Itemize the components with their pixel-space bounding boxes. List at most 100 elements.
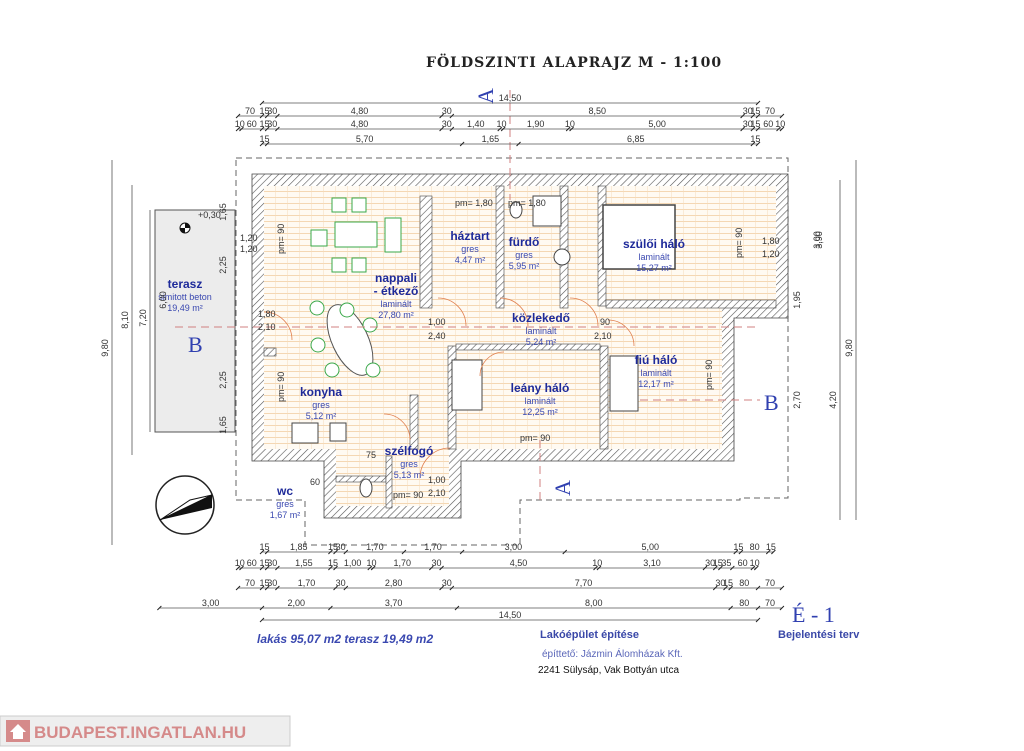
level-marker-icon bbox=[179, 222, 191, 234]
roof-outline bbox=[235, 157, 789, 546]
dimension-tick bbox=[235, 585, 241, 591]
dimension-tick bbox=[718, 565, 723, 571]
dimension-label: 70 bbox=[765, 106, 775, 116]
dimension-tick bbox=[259, 585, 265, 591]
dimension-label: 30 bbox=[442, 578, 452, 588]
dimension-tick bbox=[459, 549, 465, 555]
opening-label: pm= 90 bbox=[393, 490, 423, 500]
dimension-label: 30 bbox=[336, 542, 346, 552]
dimension-tick bbox=[275, 565, 280, 571]
dimension-label: 15 bbox=[766, 542, 776, 552]
dimension-label: 1,90 bbox=[527, 119, 545, 129]
dimension-tick bbox=[264, 126, 270, 132]
dimension-tick bbox=[750, 565, 756, 571]
dimension-tick bbox=[235, 565, 241, 571]
dimension-label: 15 bbox=[260, 106, 270, 116]
dimension-label: 15 bbox=[260, 558, 270, 568]
dimension-tick bbox=[755, 141, 761, 147]
dimension-label: 5,00 bbox=[641, 542, 659, 552]
room-floor: gres bbox=[312, 400, 330, 410]
room-name: fürdő bbox=[509, 235, 540, 249]
area-summary: lakás 95,07 m2 terasz 19,49 m2 bbox=[257, 632, 433, 646]
vertical-dimension-label: 1,65 bbox=[218, 203, 228, 221]
dimension-tick bbox=[275, 585, 280, 591]
vertical-dimension-label: 3,00 bbox=[812, 231, 822, 249]
dimension-label: 4,50 bbox=[510, 558, 528, 568]
dimension-tick bbox=[259, 126, 265, 132]
opening-label: 1,20 bbox=[762, 249, 780, 259]
vertical-dimension-label: 6,00 bbox=[158, 291, 168, 309]
dimension-tick bbox=[259, 565, 265, 571]
dimension-tick bbox=[239, 126, 244, 132]
dimension-label: 5,00 bbox=[648, 119, 666, 129]
dimension-tick bbox=[753, 565, 759, 571]
room-area: 15,27 m² bbox=[636, 263, 672, 273]
dimension-label: 7,70 bbox=[575, 578, 593, 588]
room-name: nappali bbox=[375, 271, 417, 285]
section-mark-b-right: B bbox=[764, 390, 779, 415]
room-floor: gres bbox=[400, 459, 418, 469]
room-name: leány háló bbox=[511, 381, 570, 395]
dimension-label: 15 bbox=[750, 106, 760, 116]
vertical-dimension-label: 1,65 bbox=[218, 416, 228, 434]
section-mark-b-left: B bbox=[188, 332, 203, 357]
dimension-label: 2,80 bbox=[385, 578, 403, 588]
dimension-label: 30 bbox=[267, 558, 277, 568]
opening-label: 1,20 bbox=[240, 233, 258, 243]
dimension-tick bbox=[562, 549, 568, 555]
dimension-tick bbox=[779, 113, 785, 119]
dimension-label: 15 bbox=[328, 542, 338, 552]
dimension-tick bbox=[259, 100, 265, 106]
dimension-tick bbox=[264, 549, 270, 555]
room-area: 5,24 m² bbox=[526, 337, 557, 347]
dimension-tick bbox=[728, 585, 733, 591]
opening-label: 2,40 bbox=[428, 331, 446, 341]
section-mark-a-top: A bbox=[473, 88, 498, 104]
dimension-label: 1,65 bbox=[482, 134, 500, 144]
dimension-tick bbox=[779, 585, 785, 591]
dimension-tick bbox=[497, 126, 503, 132]
room-area: 12,17 m² bbox=[638, 379, 674, 389]
vertical-dimension-label: 9,80 bbox=[100, 339, 110, 357]
dimension-label: 70 bbox=[245, 106, 255, 116]
room-floor: simitott beton bbox=[158, 292, 212, 302]
room-floor: laminált bbox=[640, 368, 672, 378]
dimension-tick bbox=[750, 126, 756, 132]
dimension-label: 1,40 bbox=[467, 119, 485, 129]
room-name: háztart bbox=[450, 229, 489, 243]
dimension-label: 60 bbox=[247, 558, 257, 568]
dimension-label: 70 bbox=[245, 578, 255, 588]
dimension-label: 14,50 bbox=[499, 610, 522, 620]
exterior-wall-outline bbox=[251, 173, 789, 519]
room-floor: laminált bbox=[638, 252, 670, 262]
opening-labels: pm= 1,80 pm= 1,80 pm= 90 pm= 90 pm= 90 p… bbox=[240, 198, 780, 500]
room-name: terasz bbox=[168, 277, 203, 291]
opening-label: 1,00 bbox=[428, 317, 446, 327]
section-lines bbox=[175, 90, 760, 500]
dimension-tick bbox=[370, 565, 376, 571]
level-label: +0,30 bbox=[198, 210, 221, 220]
dimension-label: 8,50 bbox=[588, 106, 606, 116]
room-area: 27,80 m² bbox=[378, 310, 414, 320]
dimension-tick bbox=[275, 113, 280, 119]
dimension-tick bbox=[239, 565, 244, 571]
dimension-tick bbox=[755, 605, 761, 611]
dimension-tick bbox=[740, 126, 745, 132]
dimension-tick bbox=[765, 549, 771, 555]
opening-label: 75 bbox=[366, 450, 376, 460]
opening-label: pm= 1,80 bbox=[455, 198, 493, 208]
dimension-label: 4,80 bbox=[351, 106, 369, 116]
dimension-label: 30 bbox=[336, 578, 346, 588]
dimension-tick bbox=[259, 605, 265, 611]
vertical-dimension-label: 2,25 bbox=[218, 256, 228, 274]
room-name: fiú háló bbox=[635, 353, 678, 367]
address-label: 2241 Sülysáp, Vak Bottyán utca bbox=[538, 665, 679, 676]
dimension-tick bbox=[333, 585, 338, 591]
opening-label: 2,10 bbox=[594, 331, 612, 341]
dimension-tick bbox=[264, 565, 270, 571]
